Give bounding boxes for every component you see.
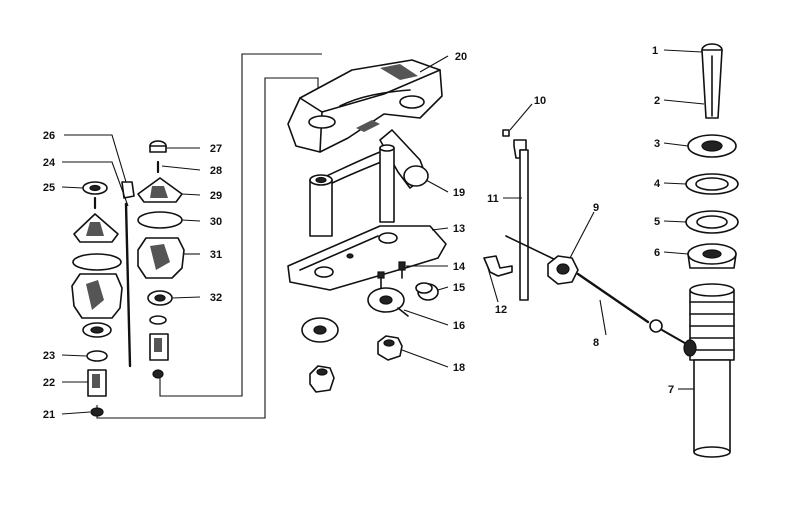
callout-15: 15 bbox=[453, 282, 465, 294]
callout-12: 12 bbox=[495, 304, 507, 316]
callout-25: 25 bbox=[43, 182, 55, 194]
callout-1: 1 bbox=[652, 45, 658, 57]
part-24-26-rod bbox=[121, 181, 135, 368]
part-1-7-drain-assembly bbox=[683, 43, 739, 458]
part-15-sleeve bbox=[415, 282, 439, 301]
callout-13: 13 bbox=[453, 223, 465, 235]
callout-11: 11 bbox=[487, 193, 499, 205]
callout-18: 18 bbox=[453, 362, 465, 374]
callout-27: 27 bbox=[210, 143, 222, 155]
part-18-nut bbox=[377, 335, 403, 361]
callout-31: 31 bbox=[210, 249, 222, 261]
callout-26: 26 bbox=[43, 130, 55, 142]
shank-washer-and-nut bbox=[301, 317, 339, 393]
callout-6: 6 bbox=[654, 247, 660, 259]
callout-19: 19 bbox=[453, 187, 465, 199]
leader-lines bbox=[61, 49, 705, 415]
callout-3: 3 bbox=[654, 138, 660, 150]
callout-20: 20 bbox=[455, 51, 467, 63]
callout-9: 9 bbox=[593, 202, 599, 214]
callout-5: 5 bbox=[654, 216, 660, 228]
callout-32: 32 bbox=[210, 292, 222, 304]
callout-30: 30 bbox=[210, 216, 222, 228]
callout-29: 29 bbox=[210, 190, 222, 202]
callout-23: 23 bbox=[43, 350, 55, 362]
part-16-washer bbox=[367, 287, 409, 317]
part-10-11-12-lift-rod bbox=[483, 129, 561, 301]
callout-10: 10 bbox=[534, 95, 546, 107]
part-20-faucet-body bbox=[287, 59, 443, 153]
callout-7: 7 bbox=[668, 384, 674, 396]
middle-handle-stack bbox=[137, 140, 185, 379]
callout-24: 24 bbox=[43, 157, 56, 169]
part-19-spout-assembly bbox=[309, 129, 429, 237]
callout-4: 4 bbox=[654, 178, 661, 190]
callout-22: 22 bbox=[43, 377, 55, 389]
callout-2: 2 bbox=[654, 95, 660, 107]
callout-8: 8 bbox=[593, 337, 599, 349]
callout-16: 16 bbox=[453, 320, 465, 332]
part-13-base-plate bbox=[287, 225, 447, 291]
callout-21: 21 bbox=[43, 409, 55, 421]
left-handle-stack bbox=[71, 181, 123, 417]
callout-28: 28 bbox=[210, 165, 222, 177]
callout-14: 14 bbox=[453, 261, 466, 273]
callout-labels: 1 2 3 4 5 6 7 8 9 10 11 12 13 14 15 16 1… bbox=[43, 45, 674, 421]
part-9-8-pivot-rod bbox=[547, 255, 691, 347]
